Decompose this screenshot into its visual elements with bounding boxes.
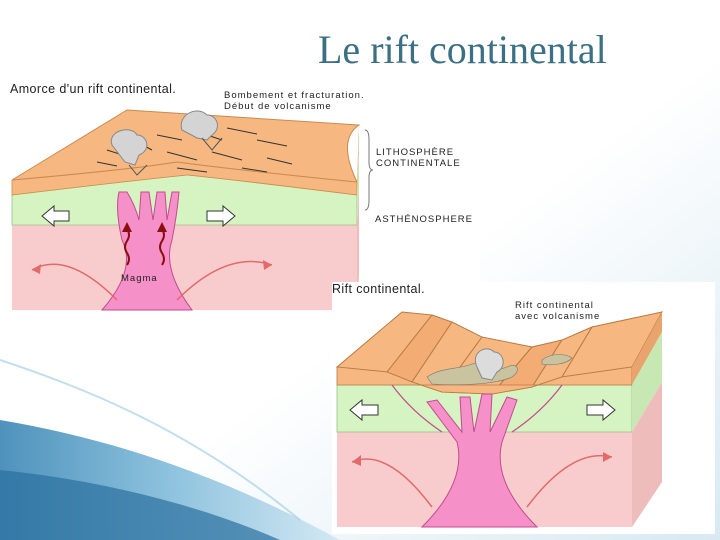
volcanic-plume-icon xyxy=(474,348,504,381)
volcanic-plume-icon xyxy=(180,110,218,141)
rift-onset-caption-2: Début de volcanisme xyxy=(224,101,332,112)
asthenosphere-layer xyxy=(12,225,357,310)
rift-onset-diagram xyxy=(11,109,374,311)
magma-chamber xyxy=(100,191,193,311)
continental-rift-panel: Rift continental. Rift continental avec … xyxy=(332,282,715,534)
extension-arrows xyxy=(41,204,236,228)
slide-title: Le rift continental xyxy=(318,27,607,72)
rift-onset-caption-1: Bombement et fracturation. xyxy=(224,90,365,101)
extension-arrows xyxy=(349,398,616,422)
lithosphere-label-1: LITHOSPHÈRE xyxy=(376,147,455,158)
lava-flow xyxy=(541,354,573,366)
continental-rift-caption-1: Rift continental xyxy=(515,300,594,311)
magma-rise-arrows xyxy=(124,228,165,266)
asthenosphere-label: ASTHÉNOSPHERE xyxy=(375,214,473,225)
crust-top-surface xyxy=(11,109,361,183)
lithosphere-bracket xyxy=(364,129,374,211)
rift-onset-panel: Amorce d'un rift continental. Bombement … xyxy=(7,80,480,324)
continental-rift-heading: Rift continental. xyxy=(332,282,425,296)
volcanic-plume-icon xyxy=(110,129,148,166)
continental-rift-caption-2: avec volcanisme xyxy=(515,311,601,322)
magma-label: Magma xyxy=(121,273,158,284)
rift-onset-heading: Amorce d'un rift continental. xyxy=(10,82,177,96)
crust-front xyxy=(336,366,633,395)
magma-chamber xyxy=(420,393,539,528)
continental-rift-diagram xyxy=(335,311,663,528)
lithosphere-label-2: CONTINENTALE xyxy=(376,158,461,169)
